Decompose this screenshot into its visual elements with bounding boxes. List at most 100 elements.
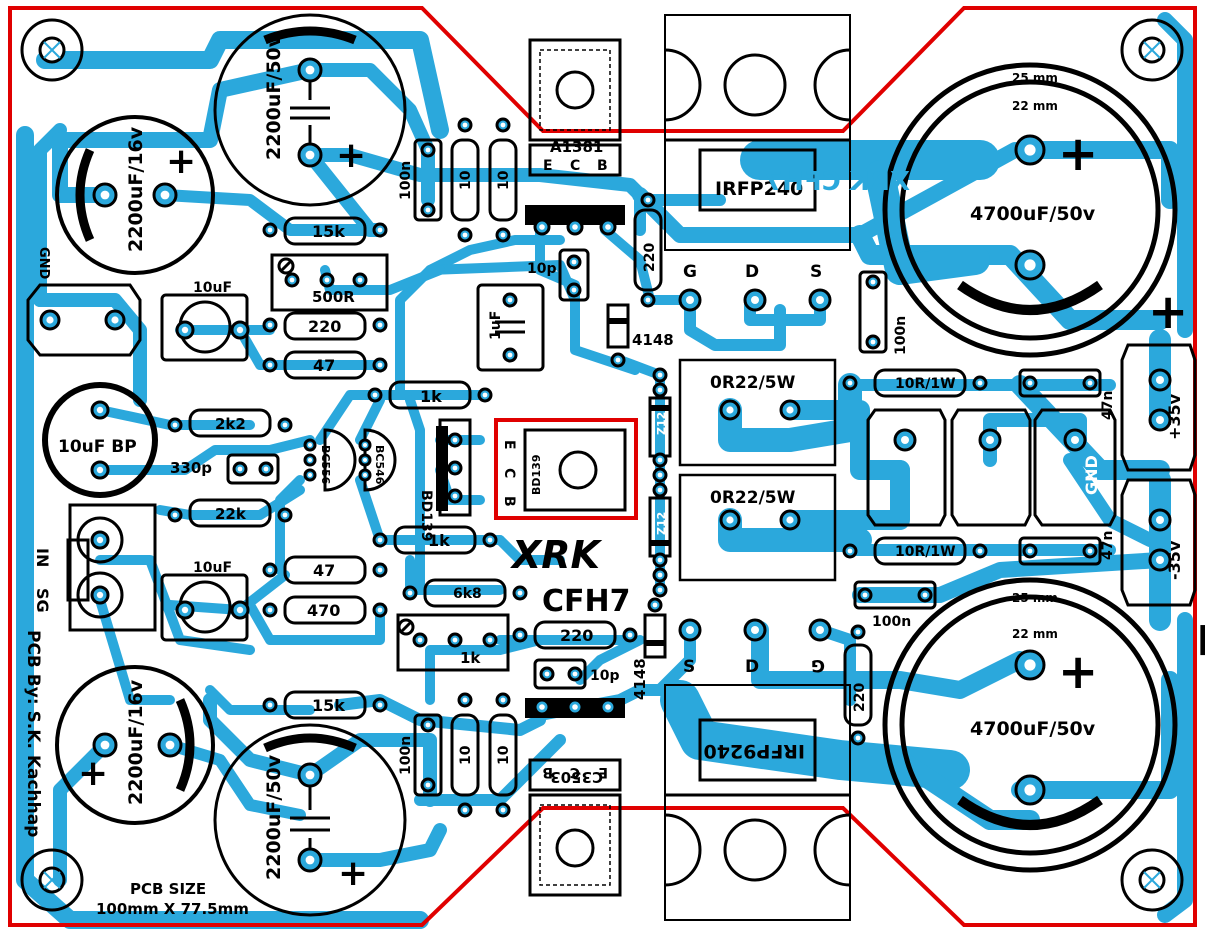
pad-drill-hole (901, 436, 909, 444)
label-cap-100n-a: 100n (398, 161, 414, 200)
label-pin-s-bottom: S (683, 657, 695, 677)
pad-drill-hole (605, 224, 611, 230)
resistor-15k-bottom (283, 690, 367, 720)
pad-drill-hole (377, 567, 383, 573)
pad-drill-hole (977, 548, 983, 554)
capacitor-10uf-bp (42, 382, 158, 498)
label-r-1k-b: 1k (428, 531, 450, 550)
label-cap-2200-16-bottom: 2200uF/16v (125, 679, 147, 805)
label-cap-47n-a: 47n (1100, 391, 1116, 420)
resistor-15k-top (283, 216, 367, 246)
label-r-15k-top: 15k (312, 222, 345, 241)
capacitor-100n-a (413, 138, 443, 222)
pad-drill-hole (786, 406, 794, 414)
pad-drill-hole (452, 637, 458, 643)
pad-drill-hole (237, 466, 243, 472)
label-dim-22-bottom: 22 mm (1012, 627, 1058, 641)
label-cap-4700-top: 4700uF/50v (970, 203, 1096, 225)
pcb-size-value: 100mm X 77.5mm (96, 900, 249, 918)
label-cap-330p: 330p (170, 459, 212, 477)
pad-drill-hole (1087, 548, 1093, 554)
pad-drill-hole (1024, 259, 1036, 271)
supply-connector-positive (1120, 343, 1197, 472)
label-q-irfp240: IRFP240 (715, 178, 803, 200)
pad-drill-hole (500, 122, 506, 128)
bd139-highlight-box (494, 418, 638, 520)
label-q-bc556: BC556 (319, 445, 332, 485)
pad-drill-hole (305, 150, 315, 160)
label-cap-2200-16-top: 2200uF/16v (125, 126, 147, 252)
label-r-2k2: 2k2 (215, 415, 246, 433)
label-pin-e-top: E (543, 158, 553, 174)
label-q-bd139-side: BD139 (418, 490, 434, 542)
pad-drill-hole (507, 297, 513, 303)
pad-drill-hole (571, 259, 577, 265)
pad-drill-hole (289, 277, 295, 283)
pad-drill-hole (1087, 380, 1093, 386)
label-r-15k-bottom: 15k (312, 696, 345, 715)
pad-drill-hole (862, 592, 868, 598)
label-q-c3503: C3503 (550, 768, 603, 786)
pad-drill-hole (305, 855, 315, 865)
pad-drill-hole (363, 443, 367, 447)
pad-drill-hole (657, 572, 663, 578)
pad-drill-hole (172, 422, 178, 428)
pad-drill-hole (571, 287, 577, 293)
resistor-10-c (450, 713, 480, 797)
label-cap-10p-top: 10p (527, 261, 557, 277)
capacitor-2200uf-50v-top (213, 13, 407, 207)
capacitor-47n-a (1018, 368, 1102, 398)
pad-drill-hole (686, 296, 694, 304)
pad-drill-hole (986, 436, 994, 444)
resistor-6k8 (423, 578, 507, 608)
pad-drill-hole (46, 316, 54, 324)
pad-drill-hole (657, 587, 663, 593)
pad-drill-hole (282, 512, 288, 518)
label-pin-g-bottom: G (811, 655, 825, 675)
capacitor-100n-c (858, 270, 888, 354)
trimmer-1k (396, 613, 510, 672)
label-dim-25-bottom: 25 mm (1012, 591, 1058, 605)
pad-drill-hole (726, 406, 734, 414)
pad-drill-hole (977, 380, 983, 386)
pad-drill-hole (96, 536, 104, 544)
label-pin-s-top: S (810, 262, 822, 282)
pad-drill-hole (657, 387, 663, 393)
pad-drill-hole (1156, 416, 1164, 424)
gnd-pad (26, 283, 142, 357)
label-q-bd139-package: BD139 (530, 455, 543, 495)
pad-drill-hole (407, 590, 413, 596)
label-cap-2200-50-top: 2200uF/50v (263, 34, 285, 160)
silkscreen-layer (20, 13, 1197, 921)
mosfet-irfp240 (664, 14, 851, 251)
trimmer-500r (270, 253, 389, 312)
label-conn-gnd2: GND (1082, 455, 1101, 495)
pad-drill-hole (96, 406, 104, 414)
mirrored-trace-text: XRK CFH7 (764, 167, 910, 197)
pad-drill-hole (517, 632, 523, 638)
pad-drill-hole (100, 190, 110, 200)
resistor-22k (188, 498, 272, 528)
pad-drill-hole (377, 227, 383, 233)
logo-cfh7: CFH7 (542, 584, 631, 619)
capacitor-1uf (476, 283, 545, 372)
label-conn-sg: SG (33, 588, 52, 613)
label-cap-100n-b: 100n (398, 736, 414, 775)
pad-drill-hole (786, 516, 794, 524)
pad-drill-hole (308, 473, 312, 477)
pad-drill-hole (267, 607, 273, 613)
pad-drill-hole (160, 190, 170, 200)
label-r-220-a: 220 (308, 317, 341, 336)
label-r-220-b: 220 (642, 243, 658, 272)
pad-drill-hole (847, 548, 853, 554)
pad-drill-hole (377, 607, 383, 613)
pad-drill-hole (1071, 436, 1079, 444)
pad-drill-hole (111, 316, 119, 324)
pad-drill-hole (1024, 784, 1036, 796)
pad-drill-hole (816, 296, 824, 304)
label-d-4148-b: 4148 (631, 658, 649, 700)
pad-drill-hole (452, 465, 458, 471)
credit-text: PCB By: S.K. Kachhap (23, 630, 43, 837)
label-pin-b-bd139: B (501, 496, 517, 507)
